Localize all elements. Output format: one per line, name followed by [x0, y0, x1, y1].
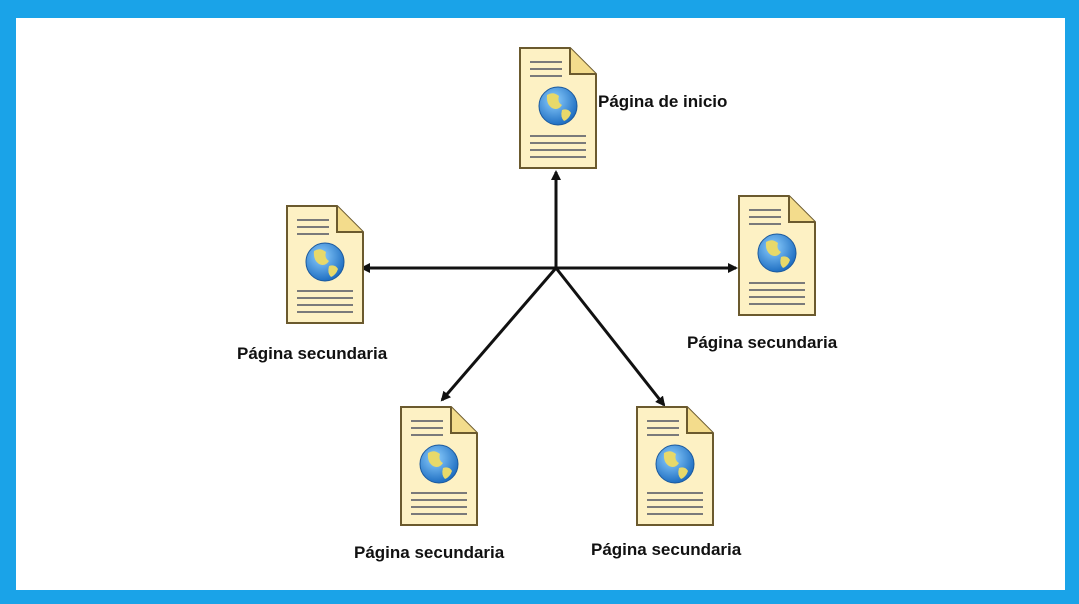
web-page-document-icon-bottom-left	[400, 406, 478, 526]
diagram-canvas: Página de inicio Página secundaria Págin…	[16, 18, 1065, 590]
label-secondary-page-bottom-right: Página secundaria	[591, 540, 742, 559]
arrow-to-bottom-left-page	[440, 267, 558, 402]
connector-arrows	[360, 170, 738, 407]
label-secondary-page-left: Página secundaria	[237, 344, 388, 363]
arrow-to-bottom-right-page	[554, 267, 666, 407]
web-page-document-icon-right	[738, 195, 816, 316]
label-secondary-page-right: Página secundaria	[687, 333, 838, 352]
label-secondary-page-bottom-left: Página secundaria	[354, 543, 505, 562]
web-page-document-icon-left	[286, 205, 364, 324]
web-page-document-icon-bottom-right	[636, 406, 714, 526]
label-home-page: Página de inicio	[598, 92, 728, 111]
web-page-document-icon-home	[519, 47, 597, 169]
